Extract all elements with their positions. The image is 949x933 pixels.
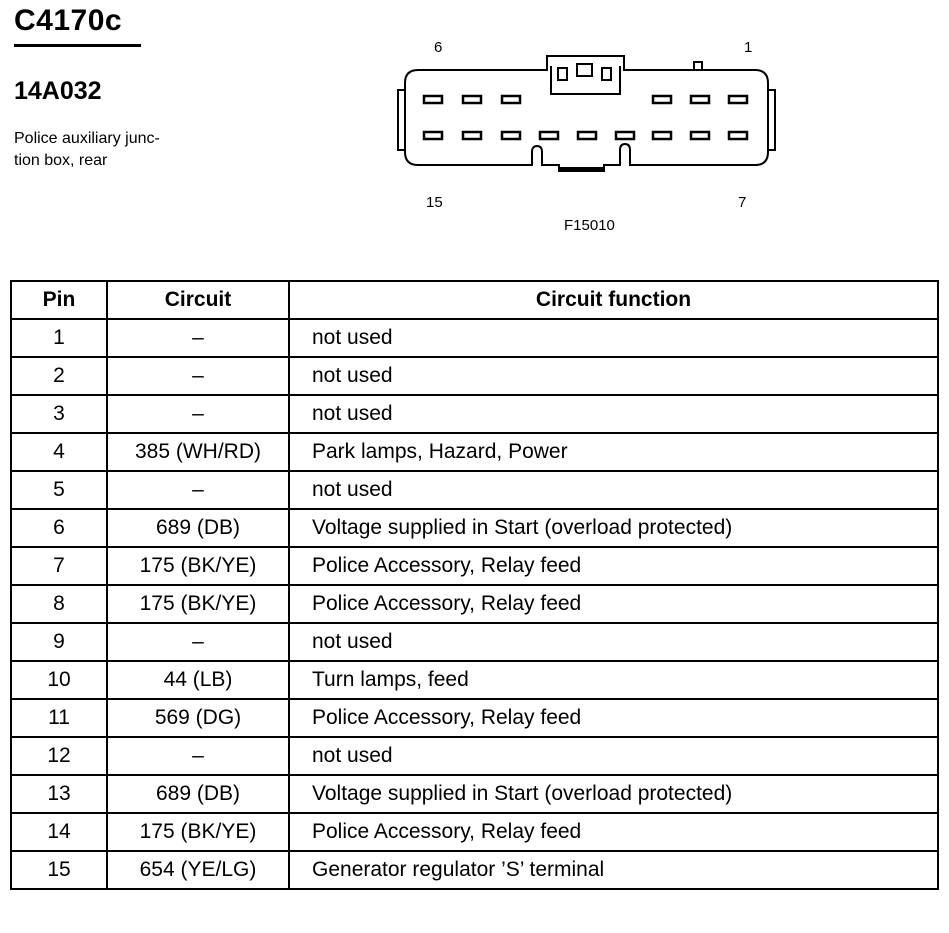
function-cell: not used [288, 736, 939, 776]
description-line-1: Police auxiliary junc- [14, 130, 160, 147]
function-cell: not used [288, 470, 939, 510]
table-row: 1–not used [10, 318, 939, 358]
connector-diagram: 6 1 15 7 F15010 [380, 30, 800, 240]
circuit-cell: 175 (BK/YE) [106, 546, 290, 586]
pin-label-7: 7 [738, 194, 747, 211]
table-row: 9–not used [10, 622, 939, 662]
pin-cell: 6 [10, 508, 108, 548]
function-cell: Voltage supplied in Start (overload prot… [288, 774, 939, 814]
circuit-cell: – [106, 394, 290, 434]
pin-cell: 11 [10, 698, 108, 738]
function-cell: Generator regulator ’S’ terminal [288, 850, 939, 890]
function-cell: Turn lamps, feed [288, 660, 939, 700]
pin-cell: 8 [10, 584, 108, 624]
function-cell: not used [288, 356, 939, 396]
pin-cell: 5 [10, 470, 108, 510]
function-cell: not used [288, 318, 939, 358]
circuit-cell: – [106, 622, 290, 662]
function-cell: not used [288, 394, 939, 434]
pin-cell: 4 [10, 432, 108, 472]
function-cell: not used [288, 622, 939, 662]
function-cell: Police Accessory, Relay feed [288, 812, 939, 852]
circuit-cell: – [106, 736, 290, 776]
circuit-cell: 175 (BK/YE) [106, 812, 290, 852]
circuit-cell: – [106, 356, 290, 396]
pin-cell: 2 [10, 356, 108, 396]
function-cell: Police Accessory, Relay feed [288, 698, 939, 738]
circuit-cell: 689 (DB) [106, 774, 290, 814]
connector-face-drawing [397, 55, 776, 172]
circuit-cell: 569 (DG) [106, 698, 290, 738]
title-underline [14, 44, 141, 47]
pin-cell: 10 [10, 660, 108, 700]
header-circuit-function: Circuit function [288, 280, 939, 320]
pin-label-1: 1 [744, 39, 753, 56]
pin-cell: 13 [10, 774, 108, 814]
function-cell: Park lamps, Hazard, Power [288, 432, 939, 472]
figure-id: F15010 [564, 217, 615, 234]
pin-cell: 7 [10, 546, 108, 586]
header-pin: Pin [10, 280, 108, 320]
pin-cell: 1 [10, 318, 108, 358]
description-line-2: tion box, rear [14, 152, 108, 169]
table-row: 2–not used [10, 356, 939, 396]
connector-id: C4170c [14, 4, 123, 37]
pin-label-6: 6 [434, 39, 443, 56]
pin-cell: 9 [10, 622, 108, 662]
function-cell: Police Accessory, Relay feed [288, 546, 939, 586]
table-header-row: Pin Circuit Circuit function [10, 280, 939, 320]
connector-description: Police auxiliary junc- tion box, rear [14, 128, 194, 172]
pin-cell: 3 [10, 394, 108, 434]
header-circuit: Circuit [106, 280, 290, 320]
circuit-cell: – [106, 470, 290, 510]
function-cell: Police Accessory, Relay feed [288, 584, 939, 624]
pin-cell: 15 [10, 850, 108, 890]
table-row: 12–not used [10, 736, 939, 776]
circuit-cell: 689 (DB) [106, 508, 290, 548]
circuit-cell: 385 (WH/RD) [106, 432, 290, 472]
circuit-cell: 654 (YE/LG) [106, 850, 290, 890]
circuit-cell: 44 (LB) [106, 660, 290, 700]
pin-cell: 14 [10, 812, 108, 852]
part-number: 14A032 [14, 77, 102, 105]
table-row: 3–not used [10, 394, 939, 434]
pin-cell: 12 [10, 736, 108, 776]
table-row: 5–not used [10, 470, 939, 510]
circuit-cell: 175 (BK/YE) [106, 584, 290, 624]
circuit-cell: – [106, 318, 290, 358]
pin-label-15: 15 [426, 194, 443, 211]
function-cell: Voltage supplied in Start (overload prot… [288, 508, 939, 548]
